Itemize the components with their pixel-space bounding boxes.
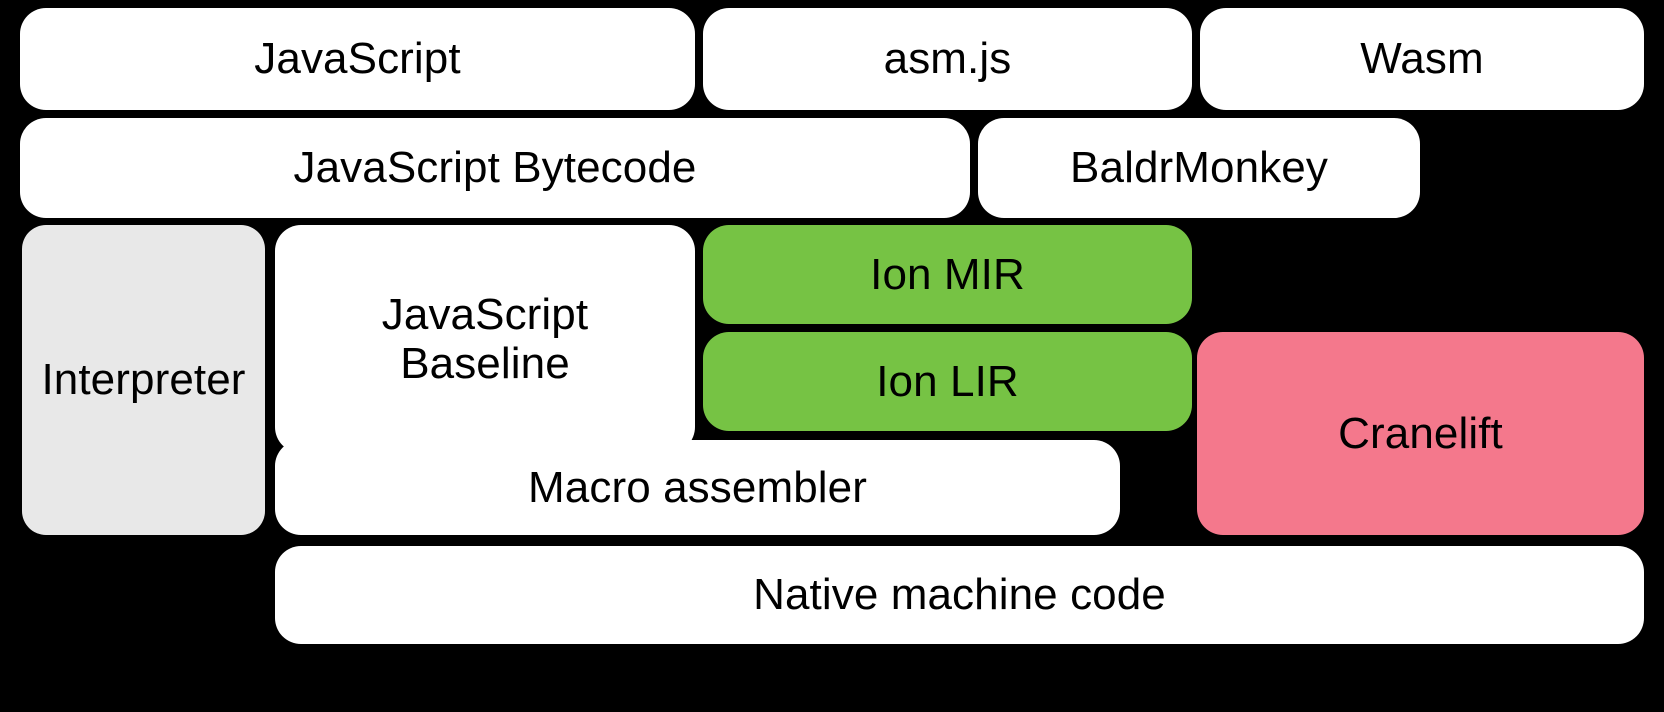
node-macro-assembler[interactable]: Macro assembler [275, 440, 1120, 535]
node-ion-lir[interactable]: Ion LIR [703, 332, 1192, 431]
node-wasm[interactable]: Wasm [1200, 8, 1644, 110]
node-javascript-bytecode[interactable]: JavaScript Bytecode [20, 118, 970, 218]
node-native-machine-code[interactable]: Native machine code [275, 546, 1644, 644]
node-javascript-baseline[interactable]: JavaScript Baseline [275, 225, 695, 453]
node-ion-mir[interactable]: Ion MIR [703, 225, 1192, 324]
node-asm-js[interactable]: asm.js [703, 8, 1192, 110]
node-interpreter[interactable]: Interpreter [22, 225, 265, 535]
node-baldrmonkey[interactable]: BaldrMonkey [978, 118, 1420, 218]
node-javascript[interactable]: JavaScript [20, 8, 695, 110]
node-cranelift[interactable]: Cranelift [1197, 332, 1644, 535]
